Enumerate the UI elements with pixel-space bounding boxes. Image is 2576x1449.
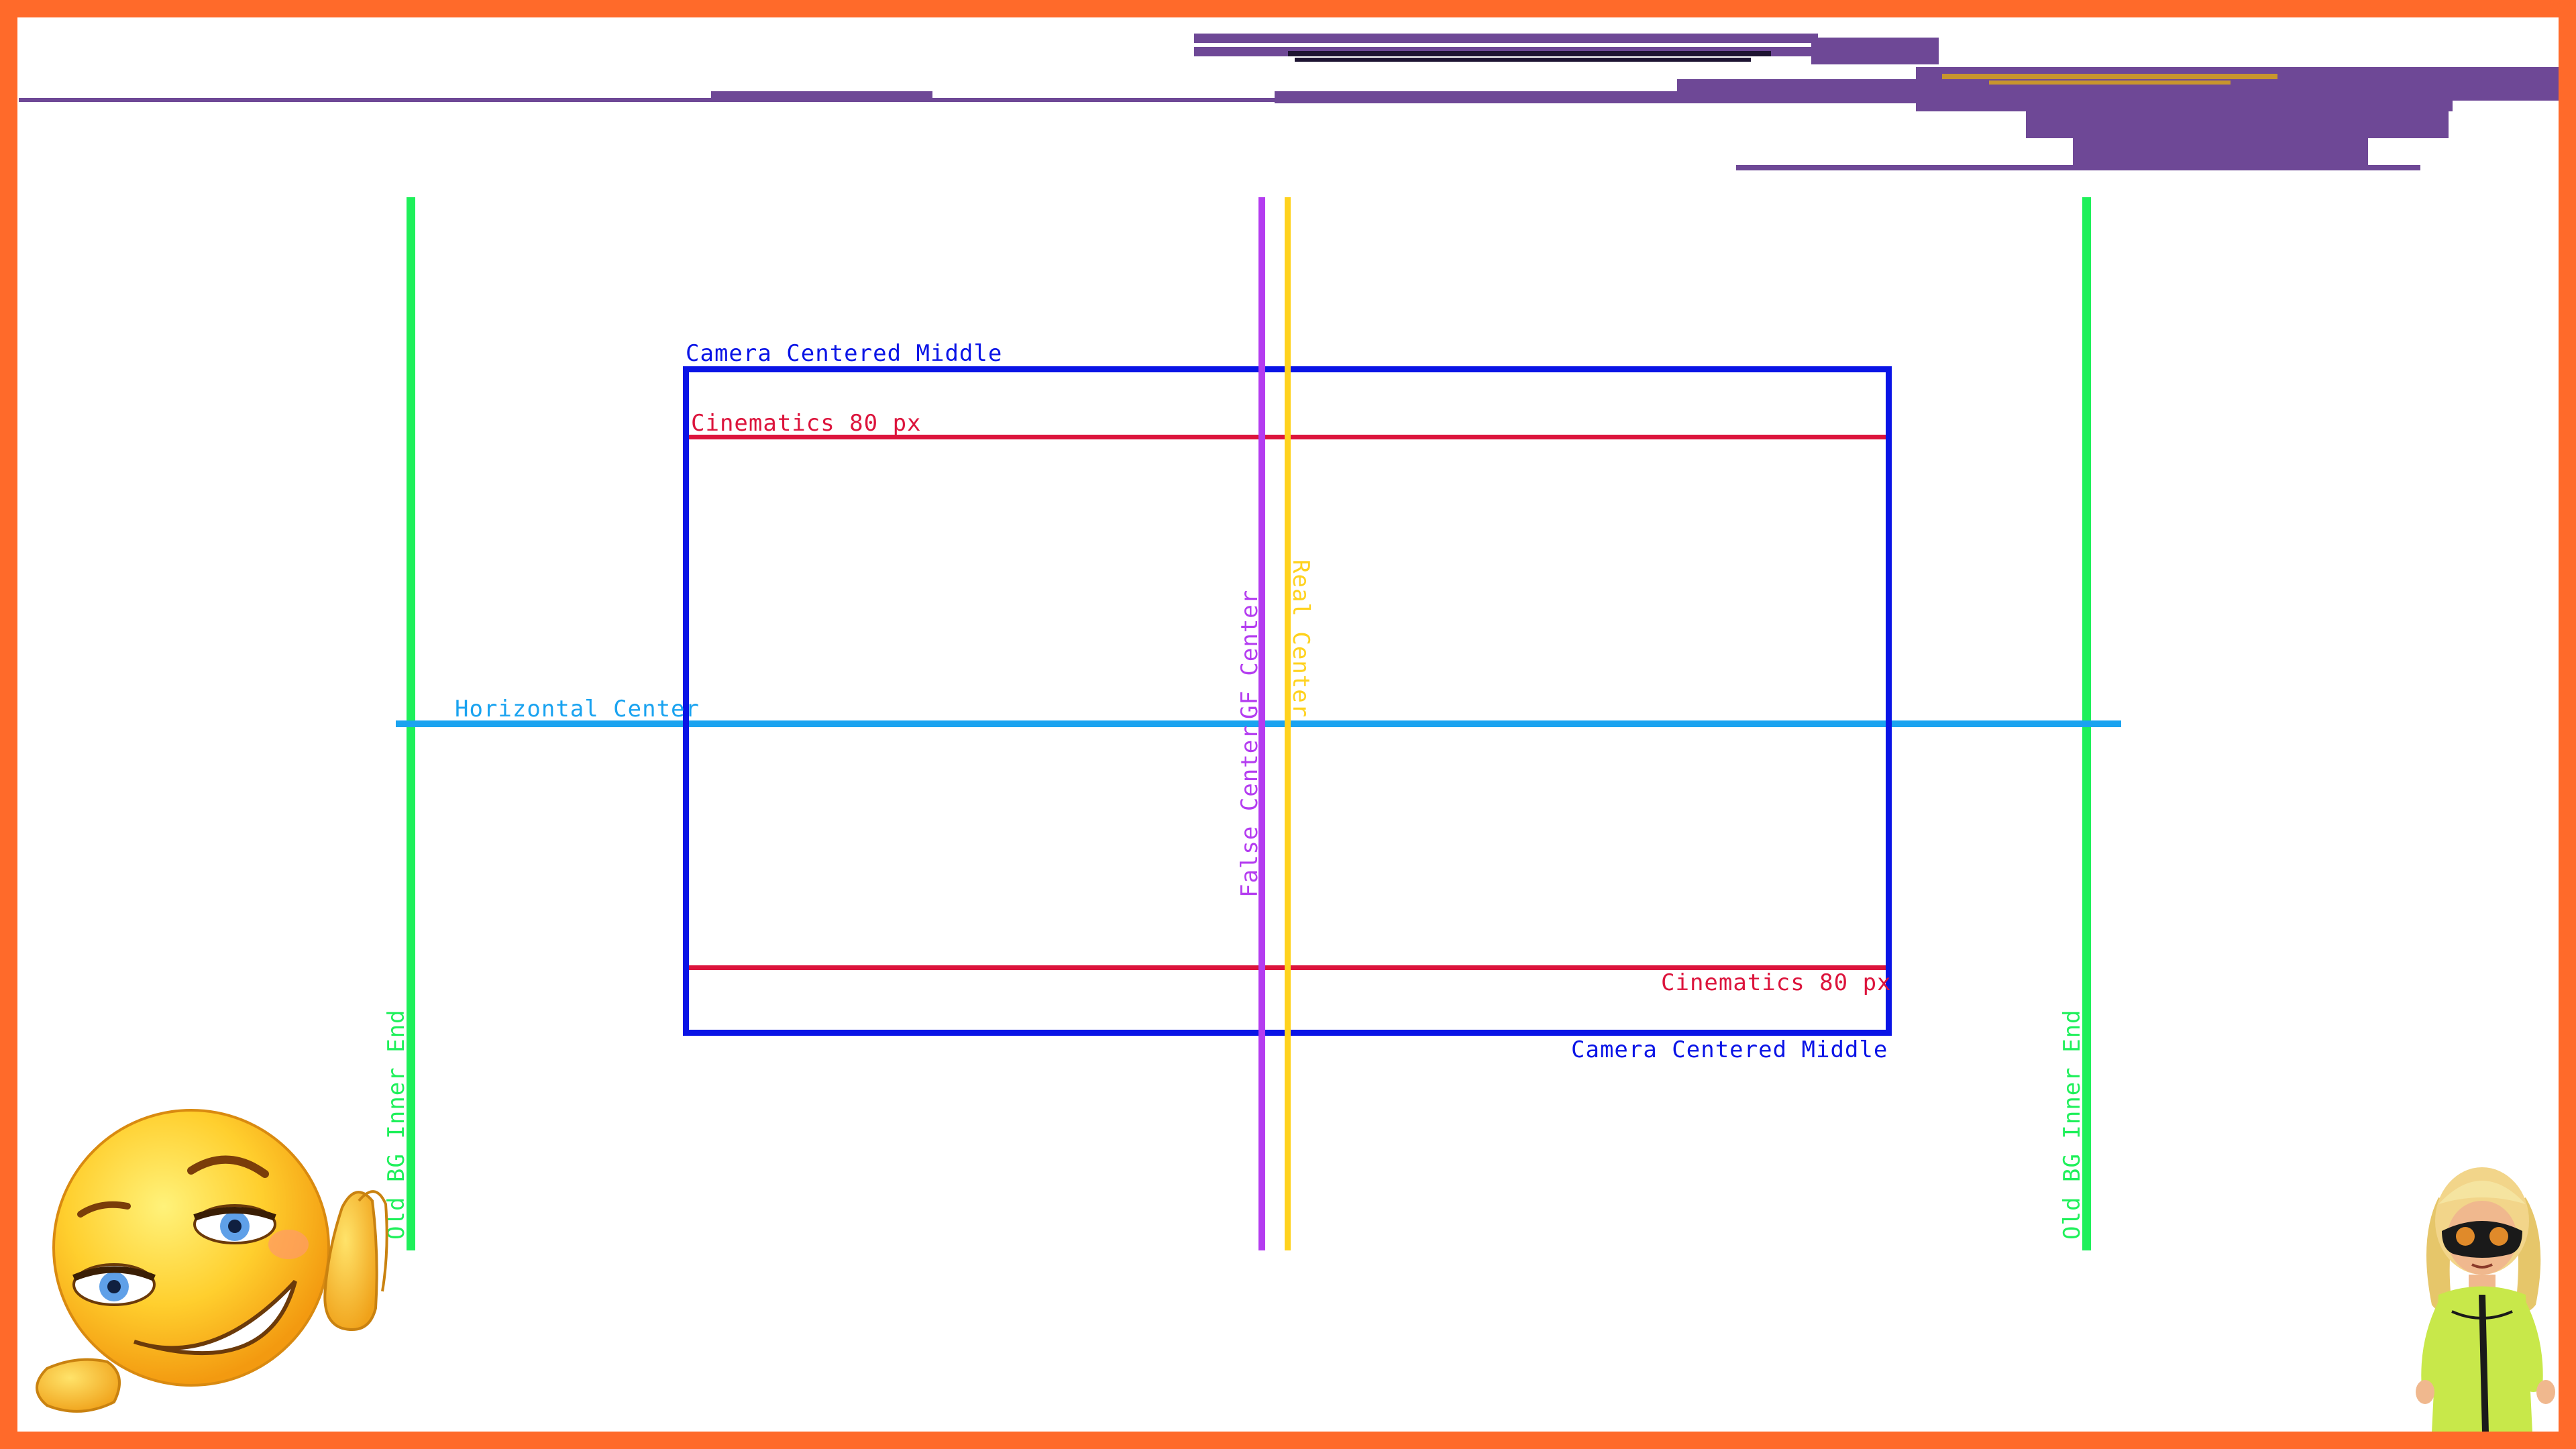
false-center-label: False Center <box>1236 724 1263 898</box>
purple-bar <box>1677 79 1919 93</box>
dark-bar <box>1288 51 1771 56</box>
false-center-line <box>1258 197 1265 1250</box>
purple-bar <box>1194 34 1818 43</box>
purple-bar <box>19 98 1280 102</box>
purple-bar <box>2026 101 2449 138</box>
gold-bar <box>1942 74 2277 79</box>
horizontal-center-label: Horizontal Center <box>455 696 700 722</box>
smirking-emoji-icon <box>27 1107 416 1429</box>
old-bg-right-label: Old BG Inner End <box>2059 1009 2086 1240</box>
purple-bar <box>1811 38 1939 64</box>
gf-center-label: GF Center <box>1236 589 1263 719</box>
cinematics-bottom-label: Cinematics 80 px <box>1661 969 1892 996</box>
camera-bottom-label: Camera Centered Middle <box>1571 1036 1888 1063</box>
camera-top-label: Camera Centered Middle <box>686 340 1003 367</box>
gold-bar <box>1989 80 2231 85</box>
cinematics-top-label: Cinematics 80 px <box>691 410 922 437</box>
dark-bar <box>1295 58 1751 62</box>
purple-bar <box>711 91 932 101</box>
purple-bar <box>2073 134 2368 166</box>
purple-bar <box>1275 91 1945 103</box>
real-center-label: Real Center <box>1287 559 1314 718</box>
inkling-character-icon <box>2412 1157 2559 1432</box>
real-center-line <box>1285 197 1291 1250</box>
purple-bar <box>1736 165 2420 170</box>
